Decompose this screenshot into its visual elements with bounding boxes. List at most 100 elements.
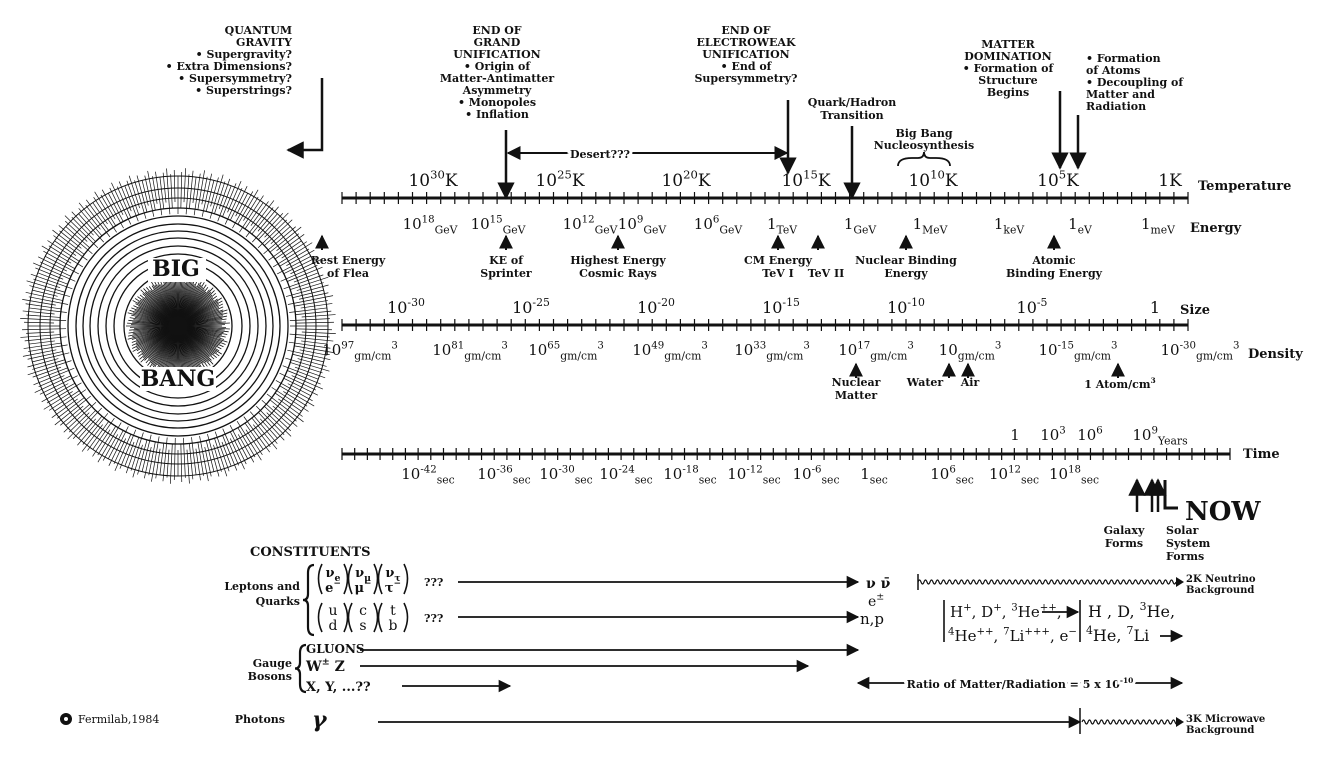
energy-marker-line-1: TeV I xyxy=(762,267,793,280)
quark-up: c xyxy=(359,603,367,619)
atoms-line-2: 4He, 7Li xyxy=(1086,624,1149,645)
burst-ray xyxy=(229,425,249,459)
energy-tick-label: 1012GeV xyxy=(563,214,618,236)
burst-ray xyxy=(119,429,137,469)
density-axis-name: Density xyxy=(1248,347,1303,362)
time-marker-solar-line-1: System xyxy=(1166,537,1211,550)
constituents-block: Leptons andQuarksGaugeBosonsPhotonsνee−ν… xyxy=(224,563,1265,736)
burst-ray xyxy=(258,412,285,441)
quark-paren-right xyxy=(343,602,349,633)
formation-atoms-label-line-2: • Decoupling of xyxy=(1086,76,1184,89)
burst-ray xyxy=(244,202,264,230)
burst-ray xyxy=(32,352,70,363)
time-tick-label: 1sec xyxy=(860,465,888,487)
burst-ray xyxy=(272,405,298,427)
burst-ray xyxy=(245,200,275,238)
photons-label: Photons xyxy=(235,713,285,726)
ions-line-1: H+, D+, 3He++, xyxy=(950,602,1062,621)
formation-atoms-label-line-0: • Formation xyxy=(1086,52,1161,65)
quantum-gravity-label-line-1: GRAVITY xyxy=(236,36,292,49)
constituents-heading: CONSTITUENTS xyxy=(250,545,371,560)
burst-ray xyxy=(124,185,139,222)
burst-ray xyxy=(243,416,270,453)
density-tick-label: 1081gm/cm3 xyxy=(432,340,508,362)
burst-ray xyxy=(270,226,291,245)
time-marker-solar-line-2: Forms xyxy=(1166,550,1204,563)
burst-ray xyxy=(60,405,84,426)
burst-ray xyxy=(25,291,63,301)
burst-ray xyxy=(287,295,334,305)
quark-hadron-label-line-0: Quark/Hadron xyxy=(808,96,896,109)
burst-ray xyxy=(227,181,242,213)
burst-ray xyxy=(93,196,117,233)
burst-ray xyxy=(237,434,255,463)
burst-ray xyxy=(109,187,124,215)
grand-unification-label-line-2: UNIFICATION xyxy=(453,48,540,61)
burst-ray xyxy=(210,177,219,207)
burst-ray xyxy=(35,267,64,280)
burst-ray xyxy=(192,177,197,203)
density-tick-label: 1065gm/cm3 xyxy=(528,340,604,362)
burst-ray xyxy=(293,272,319,283)
burst-ray xyxy=(249,411,278,444)
density-tick-label: 10gm/cm3 xyxy=(939,340,1002,362)
burst-ray xyxy=(283,391,308,407)
burst-ray xyxy=(78,208,103,237)
burst-ray xyxy=(162,172,167,203)
burst-ray xyxy=(290,259,322,275)
temperature-axis-name: Temperature xyxy=(1198,179,1291,194)
gauge-bosons-label: Bosons xyxy=(248,670,292,683)
grand-unification-label-line-4: Matter-Antimatter xyxy=(440,72,555,85)
density-tick-label: 1049gm/cm3 xyxy=(632,340,708,362)
logo-big: BIG xyxy=(152,256,200,282)
burst-ray xyxy=(28,296,69,305)
burst-ray xyxy=(46,382,82,404)
burst-ray xyxy=(221,441,232,467)
burst-ray xyxy=(229,431,247,465)
burst-ray xyxy=(207,433,220,477)
burst-ray xyxy=(292,289,324,299)
burst-ray xyxy=(283,257,317,275)
burst-ray xyxy=(294,366,326,379)
burst-ray xyxy=(299,349,328,356)
burst-ray xyxy=(285,357,330,372)
burst-ray xyxy=(134,180,147,219)
burst-ray xyxy=(214,431,230,472)
burst-ray xyxy=(268,234,305,261)
burst-ray xyxy=(77,415,103,446)
burst-ray xyxy=(92,417,115,450)
burst-ray xyxy=(289,307,327,313)
matter-radiation-ratio: Ratio of Matter/Radiation = 5 x 10-10 xyxy=(907,676,1134,691)
burst-ray xyxy=(144,175,155,217)
burst-ray xyxy=(294,345,334,353)
energy-tick-label: 1eV xyxy=(1068,215,1092,237)
burst-ray xyxy=(173,437,176,480)
lepton-paren-right xyxy=(403,563,409,595)
energy-marker-arrows xyxy=(315,234,1061,250)
time-axis-name: Time xyxy=(1243,447,1280,462)
burst-ring xyxy=(89,237,267,415)
neutrino-antineutrino: ν ν̄ xyxy=(866,576,891,592)
wz-bosons-label: W± Z xyxy=(305,657,345,675)
burst-ray xyxy=(166,449,170,478)
quantum-gravity-label-line-2: • Supergravity? xyxy=(196,48,292,61)
burst-ray xyxy=(189,443,194,480)
burst-ray xyxy=(78,418,97,439)
burst-ray xyxy=(180,443,183,482)
grand-unification-label-line-0: END OF xyxy=(472,24,521,37)
temperature-tick-label: 1015K xyxy=(781,167,830,191)
burst-ray xyxy=(23,342,62,349)
burst-ray xyxy=(32,289,58,297)
burst-ray xyxy=(272,242,313,268)
neutrino-background-label: 2K Neutrino xyxy=(1186,574,1256,585)
burst-ray xyxy=(24,321,55,324)
size-tick-label: 1 xyxy=(1150,298,1160,317)
burst-ray xyxy=(64,215,99,249)
burst-ray xyxy=(114,434,132,471)
time-marker-galaxy-line-0: Galaxy xyxy=(1104,524,1145,537)
burst-ray xyxy=(22,328,67,331)
burst-ray xyxy=(65,403,90,426)
burst-ray xyxy=(22,310,55,315)
burst-ray xyxy=(239,195,264,233)
burst-ray xyxy=(287,370,321,385)
